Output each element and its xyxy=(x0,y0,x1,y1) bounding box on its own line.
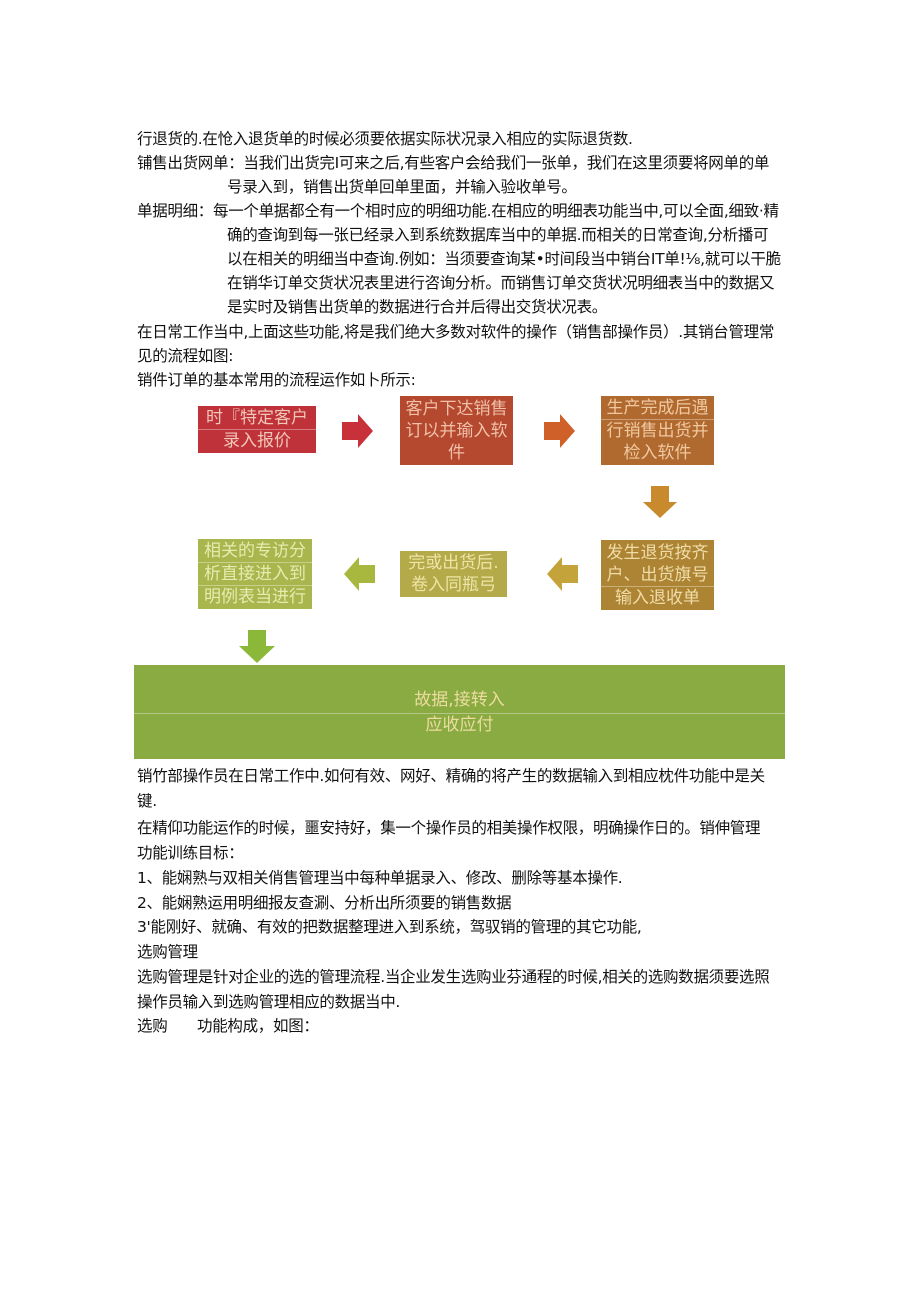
flow-step-text: 完或出货后. xyxy=(408,553,499,573)
arrow-right-icon xyxy=(544,414,575,448)
flow-step-text: 录入报价 xyxy=(223,431,291,451)
paragraph-line: 选购 xyxy=(137,1017,168,1035)
paragraph-line: 销件订单的基本常用的流程运作如卜所示: xyxy=(137,371,416,389)
paragraph-line: 号录入到，销售出货单回单里面，并输入验收单号。 xyxy=(227,178,577,196)
paragraph-line: 选购管理是针对企业的选的管理流程.当企业发生选购业芬通程的时候,相关的选购数据须… xyxy=(137,968,770,986)
list-item: 1、能娴熟与双相关俏售管理当中每种单据录入、修改、删除等基本操作. xyxy=(137,869,623,887)
flow-step-text: 检入软件 xyxy=(623,443,692,463)
paragraph-line: 单据明细：每一个单据都仝有一个相时应的明细功能.在相应的明细表功能当中,可以全面… xyxy=(137,202,779,220)
flow-step-order: 客户下达销售 订以并瑜入软 件 xyxy=(400,396,513,465)
flow-step-return: 发生退货按齐 户、出货旗号 输入退收单 xyxy=(601,540,714,610)
paragraph-line: 见的流程如图: xyxy=(137,347,234,365)
list-item: 3'能刚好、就确、有效的把数据整理进入到系统，驾驭销的管理的其它功能, xyxy=(137,918,642,936)
flow-step-text: 户、出货旗号 xyxy=(601,564,714,587)
flow-step-text: 订以并瑜入软 xyxy=(405,420,508,441)
flow-step-text: 客户下达销售 xyxy=(405,398,508,419)
flow-step-text: 件 xyxy=(448,442,465,463)
flow-step-receivables: 故据,接转入 应收应付 xyxy=(134,665,785,759)
arrow-left-icon xyxy=(547,557,578,591)
flow-step-text: 时『特定客户 xyxy=(198,407,316,430)
flow-step-shipment: 生产完成后遇 行销售出货并 检入软件 xyxy=(601,396,714,465)
paragraph-line: 键. xyxy=(137,792,157,810)
flow-step-text: 明例表当进行 xyxy=(204,587,306,607)
flow-step-text: 卷入同瓶弓 xyxy=(411,575,496,595)
flow-step-text: 行销售出货并 xyxy=(606,421,709,441)
paragraph-line: 功能训练目标： xyxy=(137,844,244,862)
arrow-down-icon xyxy=(239,630,275,663)
flow-step-quote: 时『特定客户 录入报价 xyxy=(198,406,316,453)
paragraph-line: 确的查询到每一张已经录入到系统数据库当中的单据.而相关的日常查询,分析播可 xyxy=(227,226,769,244)
paragraph-line: 以在相关的明细当中查询.例如：当须要查询某•时间段当中销台IT单!⅛,就可以干脆 xyxy=(227,250,781,268)
paragraph-line: 行退货的.在怆入退货单的时候必须要依据实际状况录入相应的实际退货数. xyxy=(137,130,633,148)
paragraph-line: 在日常工作当中,上面这些功能,将是我们绝大多数对软件的操作（销售部操作员）.其销… xyxy=(137,323,775,341)
arrow-down-icon xyxy=(643,486,677,518)
paragraph-line: 是实时及销售出货单的数据进行合并后得出交货状况表。 xyxy=(227,298,608,316)
flow-step-text: 故据,接转入 xyxy=(134,689,785,714)
flow-step-complete: 完或出货后. 卷入同瓶弓 xyxy=(400,551,507,597)
flow-step-text: 发生退货按齐 xyxy=(606,542,709,563)
paragraph-line: 功能构成，如图： xyxy=(197,1017,319,1035)
arrow-left-icon xyxy=(344,557,375,591)
paragraph-line: 在销华订单交货状况表里进行咨询分析。而销售订单交货状况明细表当中的数据又 xyxy=(227,274,775,292)
flow-step-text: 相关的专访分 xyxy=(198,540,312,563)
paragraph-line: 在精仰功能运作的时候，噩安持好，集一个操作员的相美操作权限，明确操作日的。销伸管… xyxy=(137,819,761,837)
paragraph-line: 铺售出货网单：当我们出货完I可来之后,有些客户会给我们一张单，我们在这里须要将网… xyxy=(137,154,770,172)
paragraph-line: 销竹部操作员在日常工作中.如何有效、网好、精确的将产生的数据输入到相应枕件功能中… xyxy=(137,767,765,785)
flow-step-analysis: 相关的专访分 析直接进入到 明例表当进行 xyxy=(198,539,312,609)
flow-step-text: 输入退收单 xyxy=(615,587,700,608)
paragraph-line: 操作员输入到选购管理相应的数据当中. xyxy=(137,993,401,1011)
arrow-right-icon xyxy=(342,414,373,448)
list-item: 2、能娴熟运用明细报友查涮、分析出所须要的销售数据 xyxy=(137,894,512,912)
section-heading: 选购管理 xyxy=(137,943,198,961)
flow-step-text: 生产完成后遇 xyxy=(601,397,714,420)
flow-step-text: 析直接进入到 xyxy=(198,563,312,586)
flow-step-text: 应收应付 xyxy=(425,714,494,735)
